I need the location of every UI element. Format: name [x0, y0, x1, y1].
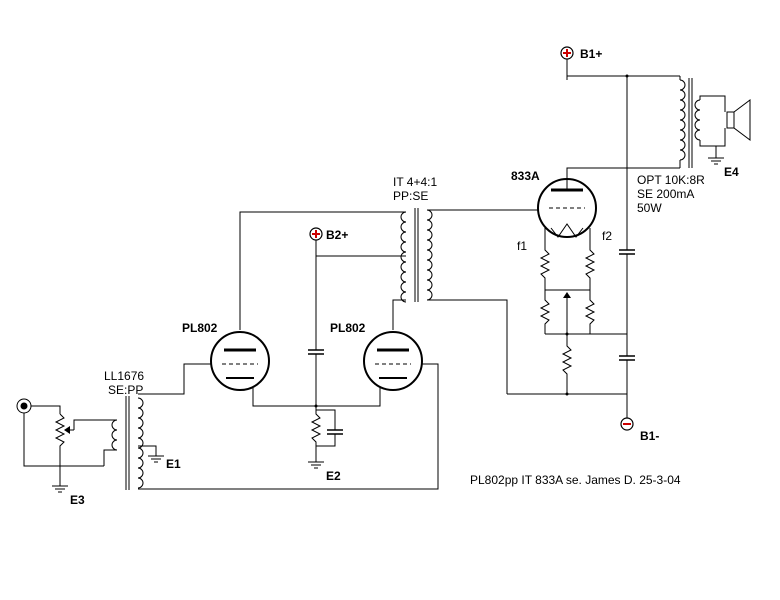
e4-ground-symbol [708, 157, 724, 165]
b1-minus-terminal [620, 417, 634, 431]
it-label-1: IT 4+4:1 [393, 175, 437, 189]
e1-label: E1 [166, 457, 181, 471]
opt-label-2: SE 200mA [637, 187, 694, 201]
opt-label-3: 50W [637, 201, 662, 215]
opt-label-1: OPT 10K:8R [637, 173, 705, 187]
f1-label: f1 [517, 239, 527, 253]
b1-plus-terminal [560, 46, 574, 60]
tube-pl802-right [363, 331, 423, 391]
e3-label: E3 [70, 493, 85, 507]
tube-pl802-left [210, 331, 270, 391]
speaker-icon [726, 99, 751, 141]
ll-primary-coil [111, 419, 118, 451]
ll-label-1: LL1676 [104, 369, 144, 383]
b2-plus-label: B2+ [326, 228, 348, 242]
tube-833a-label: 833A [511, 169, 540, 183]
interstage-transformer: IT 4+4:1 PP:SE [239, 175, 538, 394]
tube-833a [537, 178, 597, 238]
b2-plus-terminal [309, 227, 323, 241]
input-jack-icon [16, 398, 32, 414]
caption-text: PL802pp IT 833A se. James D. 25-3-04 [470, 473, 681, 487]
output-stage: B1+ E4 OPT 10K:8R SE 200mA 50W [507, 46, 751, 443]
it-label-2: PP:SE [393, 189, 428, 203]
f2-label: f2 [602, 229, 612, 243]
input-transformer: LL1676 SE:PP [104, 369, 157, 490]
ll-secondary-coil [137, 397, 144, 489]
opt-primary-coil [679, 79, 686, 161]
tube-pl802-right-label: PL802 [330, 321, 366, 335]
b1-minus-label: B1- [640, 429, 659, 443]
b1-plus-label: B1+ [580, 47, 602, 61]
e4-label: E4 [724, 165, 739, 179]
opt-secondary-coil [694, 99, 701, 141]
e2-ground-symbol [308, 461, 324, 469]
it-secondary-coil [426, 209, 433, 301]
e3-ground-symbol [52, 485, 68, 493]
tube-pl802-left-label: PL802 [182, 321, 218, 335]
e2-label: E2 [326, 469, 341, 483]
ll-label-2: SE:PP [108, 383, 143, 397]
it-primary-coil [400, 211, 407, 303]
e1-ground-symbol [148, 455, 164, 463]
